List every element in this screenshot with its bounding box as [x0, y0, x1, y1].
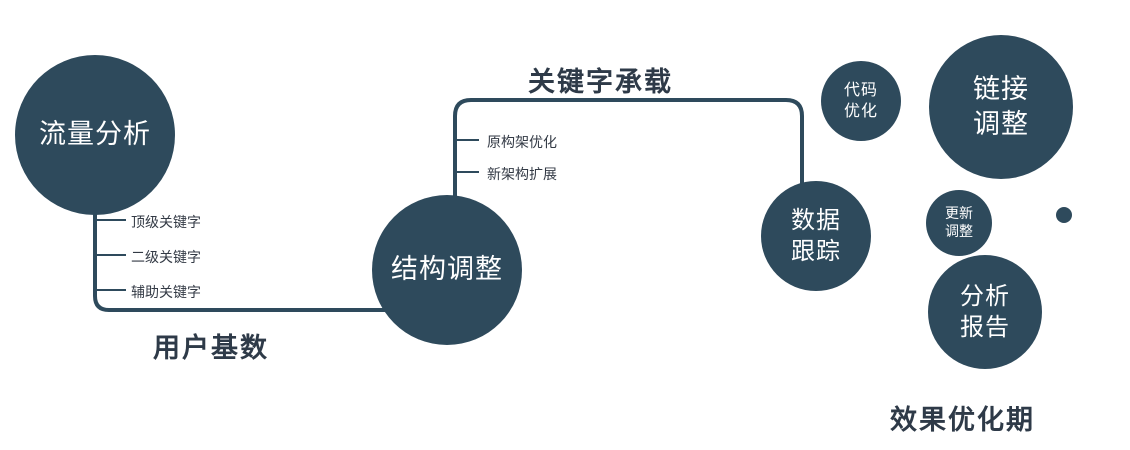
node-data-tracking-line2: 跟踪: [791, 237, 841, 265]
node-analysis-report: 分析 报告: [928, 255, 1042, 369]
node-structure-adjustment: 结构调整: [372, 195, 522, 345]
node-link-adjustment-line2: 调整: [973, 109, 1029, 140]
branch-arch-expansion-label: 新架构扩展: [487, 167, 557, 183]
node-traffic-analysis-label: 流量分析: [39, 119, 151, 151]
connector-user-base-path: [93, 190, 450, 312]
bullet-dot: [1056, 207, 1072, 223]
connector-keyword-carrying-path: [453, 98, 804, 272]
node-code-optimization: 代码 优化: [821, 61, 901, 141]
node-update-adjustment-line2: 调整: [945, 224, 973, 240]
branch-arch-optimization-label: 原构架优化: [487, 135, 557, 151]
node-traffic-analysis: 流量分析: [15, 55, 175, 215]
edge-label-user-base: 用户基数: [153, 333, 269, 364]
node-link-adjustment-line1: 链接: [973, 73, 1029, 105]
node-code-optimization-line1: 代码: [843, 80, 878, 100]
caption-effect-optimization-period: 效果优化期: [890, 405, 1035, 436]
node-data-tracking: 数据 跟踪: [761, 181, 871, 291]
node-structure-adjustment-label: 结构调整: [391, 254, 503, 286]
node-link-adjustment: 链接 调整: [929, 35, 1073, 179]
branch-top-keywords-label: 顶级关键字: [131, 215, 201, 231]
branch-secondary-keywords-label: 二级关键字: [131, 250, 201, 266]
node-code-optimization-line2: 优化: [843, 101, 878, 120]
node-data-tracking-line1: 数据: [791, 205, 841, 234]
node-analysis-report-line2: 报告: [960, 313, 1010, 341]
edge-label-keyword-carrying: 关键字承载: [528, 67, 673, 98]
branch-auxiliary-keywords-label: 辅助关键字: [131, 285, 201, 301]
node-update-adjustment-line1: 更新: [945, 205, 973, 222]
node-analysis-report-line1: 分析: [960, 281, 1010, 310]
node-update-adjustment: 更新 调整: [926, 190, 992, 256]
